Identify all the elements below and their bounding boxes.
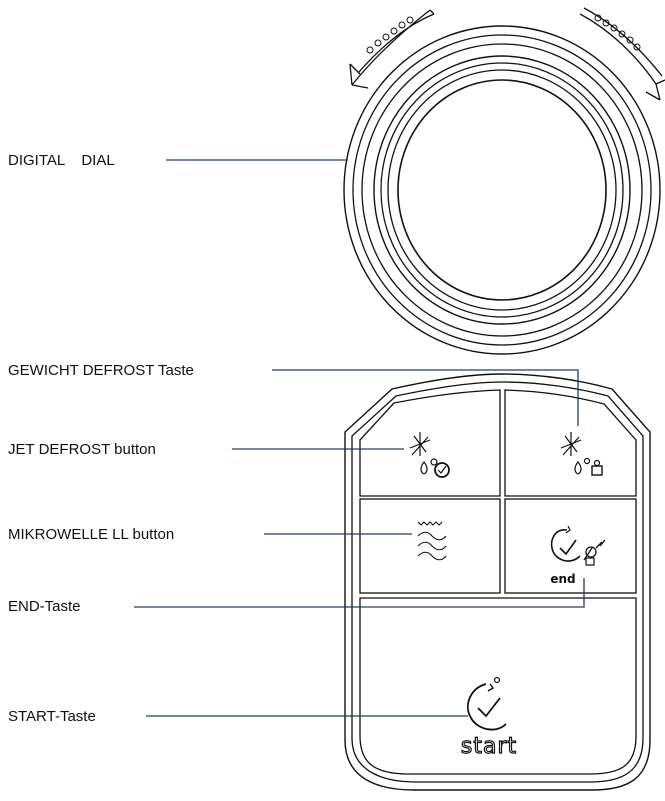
end-stop-icon	[550, 525, 606, 566]
label-jet-defrost: JET DEFROST button	[8, 441, 156, 458]
end-button-label: end	[550, 572, 575, 586]
gewicht-defrost-button[interactable]	[504, 389, 637, 497]
callout-leaders	[134, 159, 585, 717]
jet-defrost-button[interactable]	[359, 389, 501, 497]
rotation-arrows-icon	[349, 7, 665, 101]
label-end-taste: END-Taste	[8, 598, 81, 615]
label-digital-dial: DIGITAL DIAL	[8, 152, 115, 169]
label-mikrowelle: MIKROWELLE LL button	[8, 526, 174, 543]
microwave-waves-icon	[417, 521, 447, 561]
jet-defrost-icon	[409, 432, 450, 478]
start-button[interactable]: start	[359, 597, 637, 775]
label-gewicht-defrost: GEWICHT DEFROST Taste	[8, 362, 194, 379]
end-button[interactable]: end	[504, 498, 637, 594]
weight-defrost-icon	[560, 432, 603, 476]
label-start-taste: START-Taste	[8, 708, 96, 725]
digital-dial[interactable]	[343, 25, 661, 355]
start-icon	[466, 676, 507, 731]
button-panel	[344, 373, 651, 791]
start-button-label: start	[461, 734, 517, 759]
mikrowelle-button[interactable]	[359, 498, 501, 594]
